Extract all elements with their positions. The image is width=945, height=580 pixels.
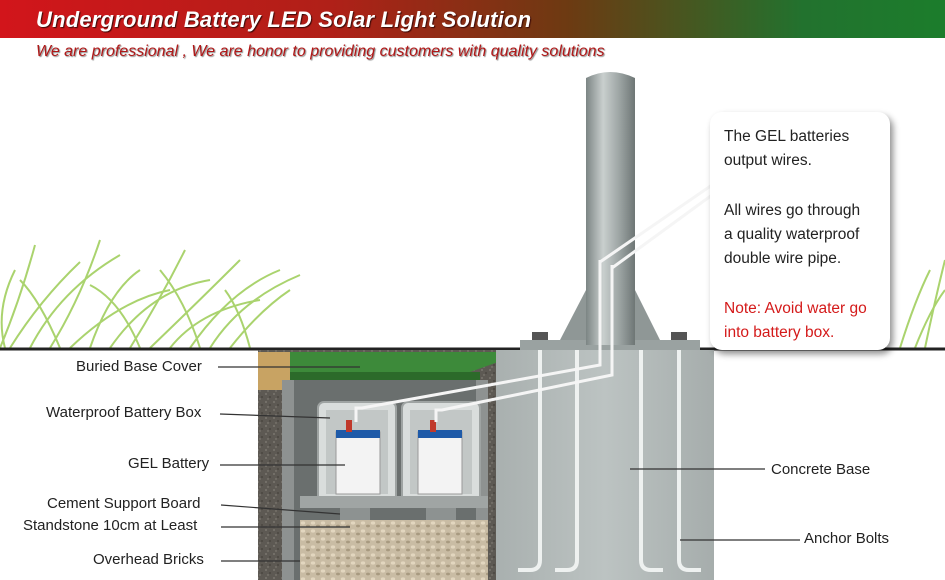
wire-callout: The GEL batteries output wires. All wire…: [710, 112, 890, 350]
label-overhead-bricks: Overhead Bricks: [93, 551, 204, 568]
page-title: Underground Battery LED Solar Light Solu…: [36, 7, 532, 32]
callout-line-4: a quality waterproof: [724, 226, 860, 243]
label-concrete-base: Concrete Base: [771, 461, 871, 478]
callout-line-3: All wires go through: [724, 202, 861, 219]
callout-note-2: into battery box.: [724, 324, 835, 341]
standstone-layer: [300, 520, 488, 580]
callout-line-1: The GEL batteries: [724, 128, 850, 145]
callout-line-5: double wire pipe.: [724, 250, 842, 267]
title-banner: Underground Battery LED Solar Light Solu…: [0, 0, 945, 38]
callout-note-1: Note: Avoid water go: [724, 300, 867, 317]
label-waterproof-battery-box: Waterproof Battery Box: [46, 404, 202, 421]
gel-battery-1: [335, 420, 381, 495]
light-pole: [586, 72, 635, 345]
grass-left: [0, 239, 301, 349]
label-standstone: Standstone 10cm at Least: [23, 517, 198, 534]
page-subtitle: We are professional , We are honor to pr…: [36, 43, 605, 60]
label-buried-base-cover: Buried Base Cover: [76, 358, 202, 375]
label-cement-support-board: Cement Support Board: [47, 495, 201, 512]
cement-support-board: [300, 496, 488, 508]
grass-right: [899, 259, 945, 349]
label-anchor-bolts: Anchor Bolts: [804, 530, 890, 547]
wire-pipe: [354, 183, 713, 422]
gel-battery-2: [417, 420, 463, 495]
callout-line-2: output wires.: [724, 152, 812, 169]
concrete-base: [496, 350, 714, 580]
anchor-bolts: [518, 340, 701, 572]
label-gel-battery: GEL Battery: [128, 455, 210, 472]
buried-base-cover: [258, 352, 498, 390]
